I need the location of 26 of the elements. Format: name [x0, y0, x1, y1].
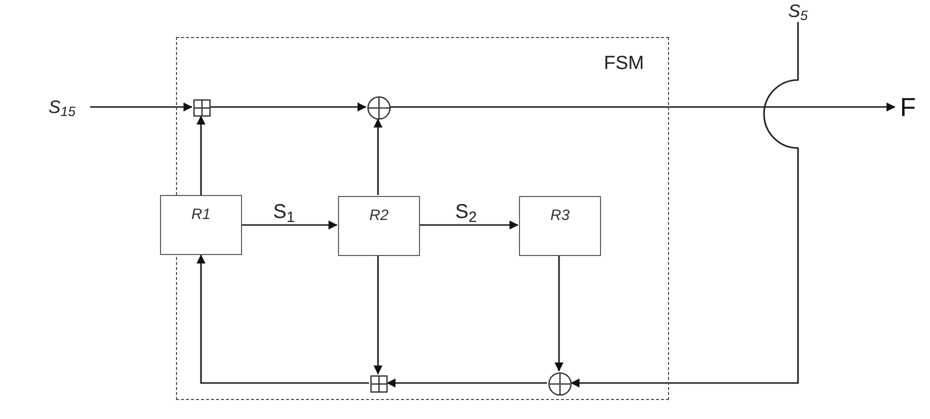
- arrow: [196, 116, 206, 195]
- arrow: [554, 255, 564, 372]
- xor-symbol: [548, 372, 572, 396]
- modular-adder-symbol: [193, 99, 211, 117]
- xor-symbol: [367, 96, 391, 120]
- register-box: R3: [519, 196, 601, 256]
- arrow: [419, 220, 518, 230]
- edge-label: S$_{1}$: [271, 202, 297, 222]
- output-label: F: [895, 92, 921, 122]
- arrow: [90, 102, 192, 112]
- box-title: FSM: [604, 52, 644, 76]
- arrow: [196, 254, 369, 384]
- arrow: [242, 220, 338, 230]
- arrow: [374, 255, 382, 374]
- arrow: [386, 378, 547, 388]
- modular-adder-symbol: [370, 375, 388, 393]
- input-signal-label: S$_{5}$: [782, 0, 814, 22]
- arrow: [374, 118, 382, 195]
- dashed-group-box: [176, 37, 669, 400]
- arrow: [570, 22, 799, 388]
- edge-label: S$_{2}$: [453, 202, 479, 222]
- register-box: R2: [338, 196, 420, 256]
- input-signal-label: S$_{15}$: [34, 94, 90, 120]
- register-box: R1: [160, 195, 242, 255]
- arrow: [210, 102, 366, 112]
- arrow: [390, 102, 896, 112]
